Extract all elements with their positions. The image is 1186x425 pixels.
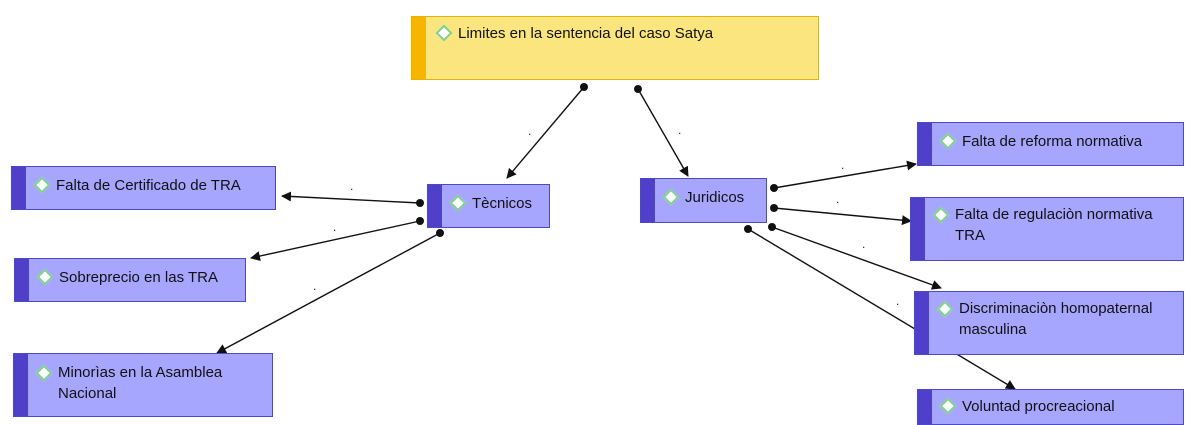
topic-falta-reforma-label: Falta de reforma normativa: [962, 133, 1143, 150]
diamond-icon: [33, 176, 51, 194]
edge-root-tecnicos: [506, 83, 588, 179]
edge-label-tecnicos-sobreprecio: .: [333, 220, 337, 234]
diamond-icon: [939, 397, 957, 415]
topic-voluntad-label: Voluntad procreacional: [962, 398, 1115, 415]
topic-sobreprecio[interactable]: Sobreprecio en las TRA: [14, 258, 246, 302]
topic-minorias-label: Minorìas en la Asamblea Nacional: [58, 364, 223, 402]
topic-bar: [641, 179, 655, 222]
edge-juridicos-discriminacion: [768, 223, 942, 290]
diamond-icon: [35, 364, 53, 382]
topic-bar: [918, 123, 932, 165]
edge-tecnicos-minorias: [216, 229, 444, 354]
root-topic[interactable]: Limites en la sentencia del caso Satya: [411, 16, 819, 80]
edge-label-juridicos-reforma: .: [841, 158, 845, 172]
edge-root-juridicos: [634, 85, 689, 177]
root-topic-label: Limites en la sentencia del caso Satya: [458, 25, 714, 42]
diamond-icon: [435, 24, 453, 42]
edge-label-tecnicos-certificado: .: [350, 179, 354, 193]
topic-falta-regulacion[interactable]: Falta de regulaciòn normativa TRA: [910, 197, 1184, 261]
edge-label-root-tecnicos: .: [528, 124, 532, 138]
topic-bar: [911, 198, 925, 260]
diamond-icon: [939, 132, 957, 150]
topic-discriminacion-label: Discriminaciòn homopaternal masculina: [959, 300, 1153, 338]
topic-falta-regulacion-label: Falta de regulaciòn normativa TRA: [955, 206, 1153, 244]
edge-tecnicos-sobreprecio: [250, 217, 424, 261]
edge-label-juridicos-discriminacion: .: [862, 237, 866, 251]
diamond-icon: [449, 194, 467, 212]
topic-minorias[interactable]: Minorìas en la Asamblea Nacional: [13, 353, 273, 417]
edge-juridicos-regulacion: [770, 204, 912, 226]
topic-bar: [412, 17, 426, 79]
topic-bar: [15, 259, 29, 301]
topic-tecnicos-label: Tècnicos: [472, 195, 533, 212]
topic-bar: [918, 390, 932, 424]
topic-sobreprecio-label: Sobreprecio en las TRA: [59, 269, 218, 286]
diamond-icon: [932, 206, 950, 224]
edge-tecnicos-certificado: [281, 191, 424, 207]
edge-label-root-juridicos: .: [678, 123, 682, 137]
diamond-icon: [36, 268, 54, 286]
topic-voluntad[interactable]: Voluntad procreacional: [917, 389, 1184, 425]
topic-juridicos-label: Juridicos: [685, 189, 745, 206]
topic-falta-reforma[interactable]: Falta de reforma normativa: [917, 122, 1184, 166]
diamond-icon: [662, 188, 680, 206]
topic-bar: [428, 185, 442, 227]
topic-bar: [12, 167, 26, 209]
topic-juridicos[interactable]: Juridicos: [640, 178, 767, 223]
diamond-icon: [936, 300, 954, 318]
topic-tecnicos[interactable]: Tècnicos: [427, 184, 550, 228]
edge-label-tecnicos-minorias: .: [313, 279, 317, 293]
edge-juridicos-reforma: [770, 160, 917, 192]
topic-falta-certificado[interactable]: Falta de Certificado de TRA: [11, 166, 276, 210]
edge-juridicos-voluntad: [744, 225, 1016, 390]
topic-discriminacion[interactable]: Discriminaciòn homopaternal masculina: [914, 291, 1184, 355]
edge-label-juridicos-voluntad: .: [896, 294, 900, 308]
topic-bar: [915, 292, 929, 354]
topic-bar: [14, 354, 28, 416]
edge-label-juridicos-regulacion: .: [836, 192, 840, 206]
topic-falta-certificado-label: Falta de Certificado de TRA: [56, 177, 241, 194]
